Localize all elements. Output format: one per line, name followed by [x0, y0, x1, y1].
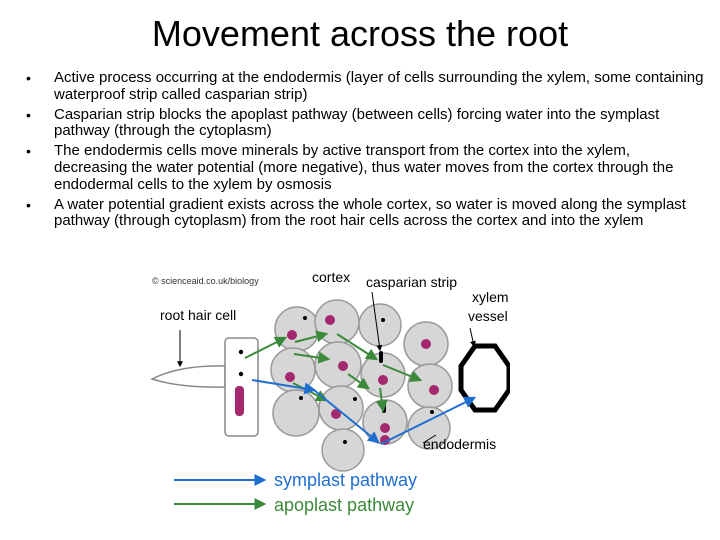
nucleus: [421, 339, 431, 349]
bullet-marker: •: [26, 106, 31, 123]
bullet-list: • Active process occurring at the endode…: [26, 69, 706, 231]
endodermis-cell: [407, 406, 451, 450]
bullet-item: • Active process occurring at the endode…: [26, 69, 706, 104]
label-root-hair-cell: root hair cell: [160, 307, 236, 323]
nucleus: [380, 423, 390, 433]
root-cross-section-diagram: © scienceaid.co.uk/biology: [150, 269, 510, 515]
bullet-item: • A water potential gradient exists acro…: [26, 195, 706, 231]
nucleus: [287, 330, 297, 340]
nucleus: [331, 409, 341, 419]
nucleus: [325, 315, 335, 325]
cortex-cell: [270, 347, 316, 393]
nucleus: [285, 372, 295, 382]
bullet-item: • The endodermis cells move minerals by …: [26, 142, 706, 193]
cortex-cell: [272, 389, 320, 437]
cortex-cell: [274, 306, 320, 352]
bullet-marker: •: [26, 196, 31, 213]
label-leader-lines: [177, 291, 476, 444]
apoplast-arrows: [251, 379, 477, 445]
nucleus: [429, 385, 439, 395]
legend: symplast pathway apoplast pathway: [174, 470, 417, 515]
label-vessel: vessel: [468, 308, 508, 324]
nucleus: [338, 361, 348, 371]
root-hair-cell: [150, 337, 259, 437]
nuclei: [285, 315, 439, 445]
bullet-text: The endodermis cells move minerals by ac…: [54, 142, 674, 193]
bullet-marker: •: [26, 70, 31, 86]
label-xylem: xylem: [472, 289, 509, 305]
label-casparian-strip: casparian strip: [366, 274, 457, 290]
nucleus: [378, 375, 388, 385]
slide-title: Movement across the root: [151, 13, 569, 54]
bullet-item: • Casparian strip blocks the apoplast pa…: [26, 105, 706, 141]
bullet-text: Active process occurring at the endoderm…: [54, 69, 704, 103]
cortex-cell: [358, 303, 402, 347]
legend-apoplast-label: apoplast pathway: [274, 495, 414, 515]
bullet-text: A water potential gradient exists across…: [54, 195, 686, 230]
label-endodermis: endodermis: [423, 436, 496, 452]
xylem-vessel: [458, 343, 510, 413]
legend-symplast-label: symplast pathway: [274, 470, 417, 490]
bullet-marker: •: [26, 143, 31, 160]
bullet-text: Casparian strip blocks the apoplast path…: [54, 105, 660, 140]
endodermis-cell: [407, 363, 453, 409]
cortex-cell: [321, 428, 365, 472]
copyright-text: © scienceaid.co.uk/biology: [152, 276, 259, 286]
cortex-cell: [314, 341, 362, 389]
cortex-cell: [314, 299, 360, 345]
label-cortex: cortex: [312, 269, 350, 285]
cell-dots: [299, 316, 434, 444]
